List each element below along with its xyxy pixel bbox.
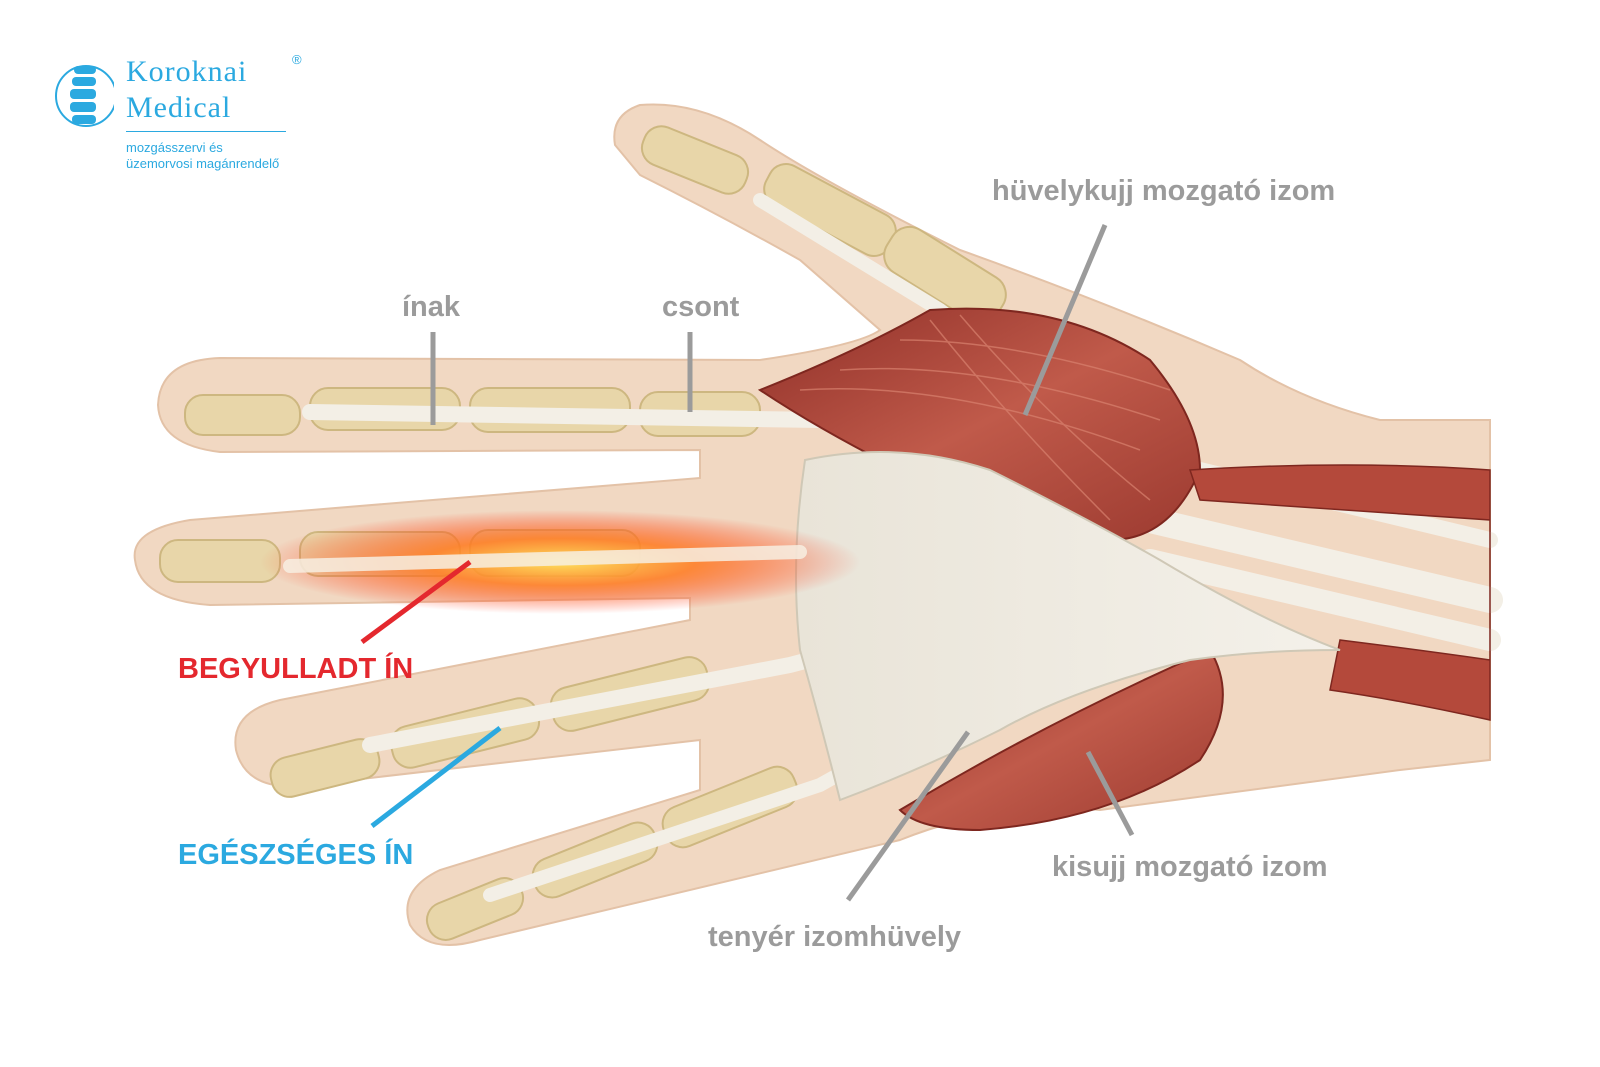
leader-thumb-muscle — [1022, 224, 1108, 416]
label-palmar-fascia: tenyér izomhüvely — [708, 921, 962, 953]
label-healthy-tendon: EGÉSZSÉGES ÍN — [178, 839, 414, 871]
brand-tagline-line2: üzemorvosi magánrendelő — [126, 156, 280, 171]
brand-name-line1: Koroknai — [126, 55, 248, 88]
brand-divider — [126, 131, 286, 132]
leader-inflamed-tendon — [360, 559, 472, 645]
leader-palmar-fascia — [845, 730, 971, 902]
label-bone: csont — [662, 291, 740, 323]
forearm-muscles — [1188, 464, 1491, 721]
label-inflamed-tendon: BEGYULLADT ÍN — [178, 653, 414, 685]
brand-tagline-line1: mozgásszervi és — [126, 140, 223, 155]
palmar-fascia — [795, 451, 1341, 802]
spine-icon — [55, 65, 114, 127]
brand-logo: Koroknai Medical ® mozgásszervi és üzemo… — [52, 52, 312, 182]
registered-mark: ® — [292, 52, 302, 67]
label-tendons: ínak — [402, 291, 461, 323]
label-thumb-muscle: hüvelykujj mozgató izom — [992, 175, 1336, 207]
brand-name-line2: Medical — [126, 91, 232, 124]
leader-little-finger-muscle — [1085, 750, 1135, 837]
leader-healthy-tendon — [370, 726, 502, 828]
inflamed-tendon — [283, 545, 807, 573]
label-little-finger-muscle: kisujj mozgató izom — [1052, 851, 1328, 883]
little-finger-muscle — [898, 648, 1224, 832]
thumb-muscle-fibers — [799, 314, 1171, 521]
